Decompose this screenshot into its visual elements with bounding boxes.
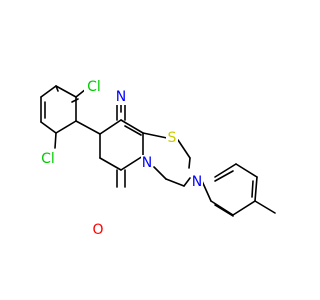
atom-o-carbonyl-mask	[92, 222, 104, 238]
atom-cl-upper: Cl	[87, 79, 101, 95]
bond-38	[214, 163, 237, 178]
bond-39	[214, 170, 234, 182]
bond-13	[142, 132, 168, 139]
atom-n-nitrile: N	[116, 89, 126, 105]
bond-36	[251, 180, 254, 198]
bond-40	[254, 200, 276, 214]
atom-n-ring-upper-mask	[141, 155, 153, 171]
bond-19	[75, 120, 101, 135]
bond-22	[55, 85, 77, 98]
bond-14	[177, 139, 191, 159]
atom-cl-lower-mask	[38, 151, 58, 167]
bond-35	[254, 176, 258, 202]
molecule-structure: N S Cl Cl N N O	[38, 79, 276, 238]
atom-n-ring-lower-mask	[191, 174, 203, 190]
bond-33	[214, 204, 234, 217]
bond-37	[235, 163, 258, 178]
atom-n-ring-lower: N	[192, 174, 202, 190]
bond-31	[201, 180, 212, 202]
bond-4	[120, 119, 144, 134]
atom-cl-lower: Cl	[41, 151, 55, 167]
atom-n-nitrile-mask	[115, 89, 127, 105]
bond-10	[120, 155, 144, 171]
bond-5	[124, 125, 142, 136]
atom-cl-upper-mask	[84, 79, 104, 95]
bond-26	[40, 121, 57, 134]
atom-n-ring-upper: N	[142, 155, 152, 171]
bond-18	[153, 166, 167, 180]
atom-label-layer: N S Cl Cl N N O	[38, 79, 203, 238]
bond-15	[188, 157, 191, 169]
atom-s-thiadiazine: S	[168, 130, 177, 146]
bond-32	[210, 200, 234, 216]
bond-16	[183, 177, 191, 187]
bond-7	[99, 119, 122, 135]
bond-layer	[40, 85, 276, 217]
bond-21	[71, 98, 79, 103]
bond-23	[40, 85, 57, 98]
bond-34	[232, 200, 256, 216]
atom-o-carbonyl: O	[92, 222, 103, 238]
bond-28	[55, 85, 59, 92]
bond-17	[165, 178, 185, 187]
atom-s-thiadiazine-mask	[166, 130, 178, 146]
bond-9	[99, 157, 122, 171]
bond-27	[55, 120, 77, 134]
bond-30	[54, 132, 57, 149]
